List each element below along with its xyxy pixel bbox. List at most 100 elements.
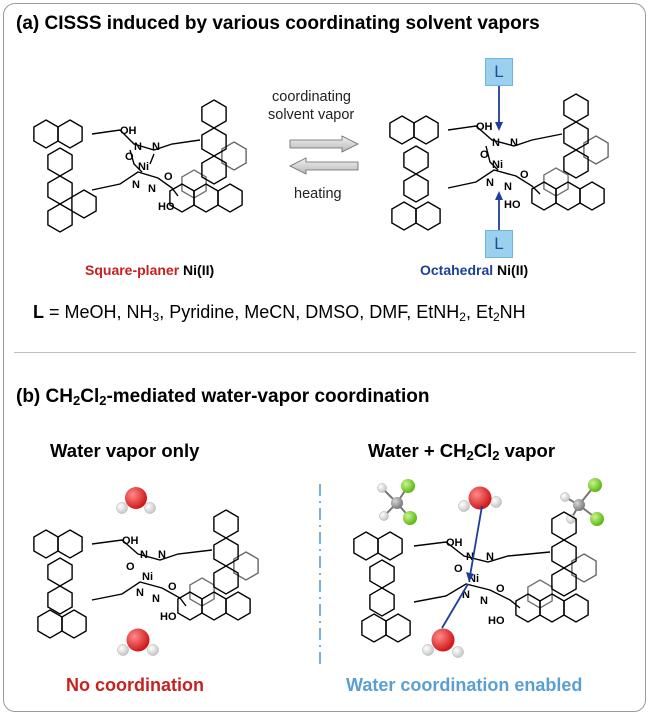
figure-frame — [3, 3, 646, 712]
atom-n4: N — [504, 181, 512, 193]
caption-octahedral-colored: Octahedral — [420, 262, 494, 278]
atom-n4: N — [148, 183, 156, 195]
anthracene-left — [33, 119, 97, 233]
panel-b-title-3: -mediated water-vapor coordination — [106, 386, 430, 407]
atom-ho: HO — [504, 199, 521, 211]
atom-o-right: O — [496, 583, 505, 595]
atom-n3: N — [486, 177, 494, 189]
atom-o-left: O — [480, 149, 489, 161]
atom-n1: N — [140, 549, 148, 561]
atom-ho: HO — [158, 201, 175, 213]
water-molecule-bottom-right — [422, 628, 464, 658]
caption-square-planar-colored: Square-planer — [85, 262, 180, 278]
anthracene-top-right — [213, 509, 259, 595]
atom-o-right: O — [168, 581, 177, 593]
atom-o-left: O — [125, 151, 134, 163]
atom-n4: N — [152, 593, 160, 605]
ligand-sub-2a: 2 — [459, 310, 466, 324]
atom-ho: HO — [160, 611, 177, 623]
molecule-octahedral: OH O N N Ni N N O HO — [389, 93, 609, 231]
atom-n1: N — [466, 551, 474, 563]
water-coordination-lines — [441, 505, 483, 629]
right-heading-2: Cl — [473, 440, 493, 461]
anthracene-left — [33, 529, 87, 639]
anthracene-top-right — [201, 99, 247, 185]
water-molecule-top-right — [458, 486, 502, 512]
center-dashdot-divider — [319, 484, 321, 664]
atom-n1: N — [134, 141, 142, 153]
panel-b-title-2: Cl — [80, 386, 100, 407]
panel-b-title: (b) CH2Cl2-mediated water-vapor coordina… — [16, 386, 430, 408]
panel-divider — [14, 352, 636, 353]
ligand-box-top: L — [485, 58, 513, 86]
left-heading: Water vapor only — [50, 440, 200, 461]
arrow-label-top-2: solvent vapor — [268, 107, 355, 123]
atom-ni: Ni — [142, 571, 153, 583]
atom-n1: N — [492, 137, 500, 149]
anthracene-bottom-right — [177, 577, 251, 621]
atom-o-left: O — [126, 561, 135, 573]
ligand-arrows — [495, 86, 503, 230]
atom-n2: N — [510, 137, 518, 149]
result-water-coordination: Water coordination enabled — [346, 675, 583, 695]
caption-square-planar-ni: Ni(II) — [183, 262, 215, 278]
ligand-text-3: , Et — [465, 302, 493, 322]
atom-n2: N — [152, 141, 160, 153]
atom-oh: OH — [446, 537, 463, 549]
reversible-arrows — [289, 135, 359, 175]
anthracene-bottom-right — [531, 167, 605, 211]
atom-oh: OH — [476, 121, 493, 133]
anthracene-top-right — [563, 93, 609, 179]
right-heading-sub2: 2 — [492, 448, 500, 463]
atom-ni: Ni — [468, 573, 479, 585]
right-heading-1: Water + CH — [368, 440, 467, 461]
ligand-text-1: = MeOH, NH — [44, 302, 153, 322]
dichloromethane-molecule-left — [377, 479, 417, 525]
atom-n4: N — [480, 595, 488, 607]
atom-n2: N — [486, 551, 494, 563]
molecule-right-b: OH O N N Ni N N O HO — [353, 511, 597, 643]
caption-octahedral-ni: Ni(II) — [497, 262, 529, 278]
atom-o-right: O — [520, 169, 529, 181]
panel-b-title-1: (b) CH — [16, 386, 73, 407]
atom-oh: OH — [122, 535, 139, 547]
ligand-sub-3: 3 — [152, 310, 160, 324]
molecule-square-planar: OH O N N Ni N N O HO — [33, 99, 247, 233]
anthracene-bottom-right — [169, 169, 243, 213]
ligand-text-4: NH — [499, 302, 526, 322]
atom-ni: Ni — [138, 161, 149, 173]
molecule-left-b: OH O N N Ni N N O HO — [33, 509, 259, 639]
arrow-label-bottom: heating — [294, 186, 342, 202]
water-molecule-top-left — [116, 487, 156, 514]
ligand-text-2: , Pyridine, MeCN, DMSO, DMF, EtNH — [159, 302, 460, 322]
right-heading-3: vapor — [499, 440, 556, 461]
ligand-sub-2b: 2 — [492, 310, 500, 324]
right-heading: Water + CH2Cl2 vapor — [368, 440, 555, 463]
atom-ni: Ni — [492, 159, 503, 171]
water-molecule-bottom-left — [117, 628, 159, 656]
arrow-label-top-1: coordinating — [272, 89, 351, 105]
atom-ho: HO — [488, 615, 505, 627]
atom-oh: OH — [120, 125, 137, 137]
panel-a-title: (a) CISSS induced by various coordinatin… — [16, 13, 540, 34]
ligand-list: L = MeOH, NH3, Pyridine, MeCN, DMSO, DMF… — [33, 302, 526, 324]
caption-octahedral: Octahedral Ni(II) — [420, 262, 528, 278]
result-no-coordination: No coordination — [66, 675, 204, 695]
ligand-box-bottom: L — [485, 230, 513, 258]
atom-o-left: O — [454, 563, 463, 575]
right-heading-sub1: 2 — [466, 448, 474, 463]
anthracene-bottom-right — [515, 579, 589, 623]
atom-n2: N — [158, 549, 166, 561]
atom-n3: N — [132, 179, 140, 191]
atom-n3: N — [136, 587, 144, 599]
anthracene-top-right — [551, 511, 597, 597]
ligand-symbol: L — [33, 302, 44, 322]
dichloromethane-molecule-right — [560, 478, 604, 526]
atom-n3: N — [462, 589, 470, 601]
panel-b-title-sub1: 2 — [72, 393, 81, 408]
anthracene-left — [353, 531, 411, 643]
caption-square-planar: Square-planer Ni(II) — [85, 262, 214, 278]
panel-b-title-sub2: 2 — [99, 393, 107, 408]
anthracene-left — [389, 115, 441, 231]
atom-o-right: O — [164, 171, 173, 183]
